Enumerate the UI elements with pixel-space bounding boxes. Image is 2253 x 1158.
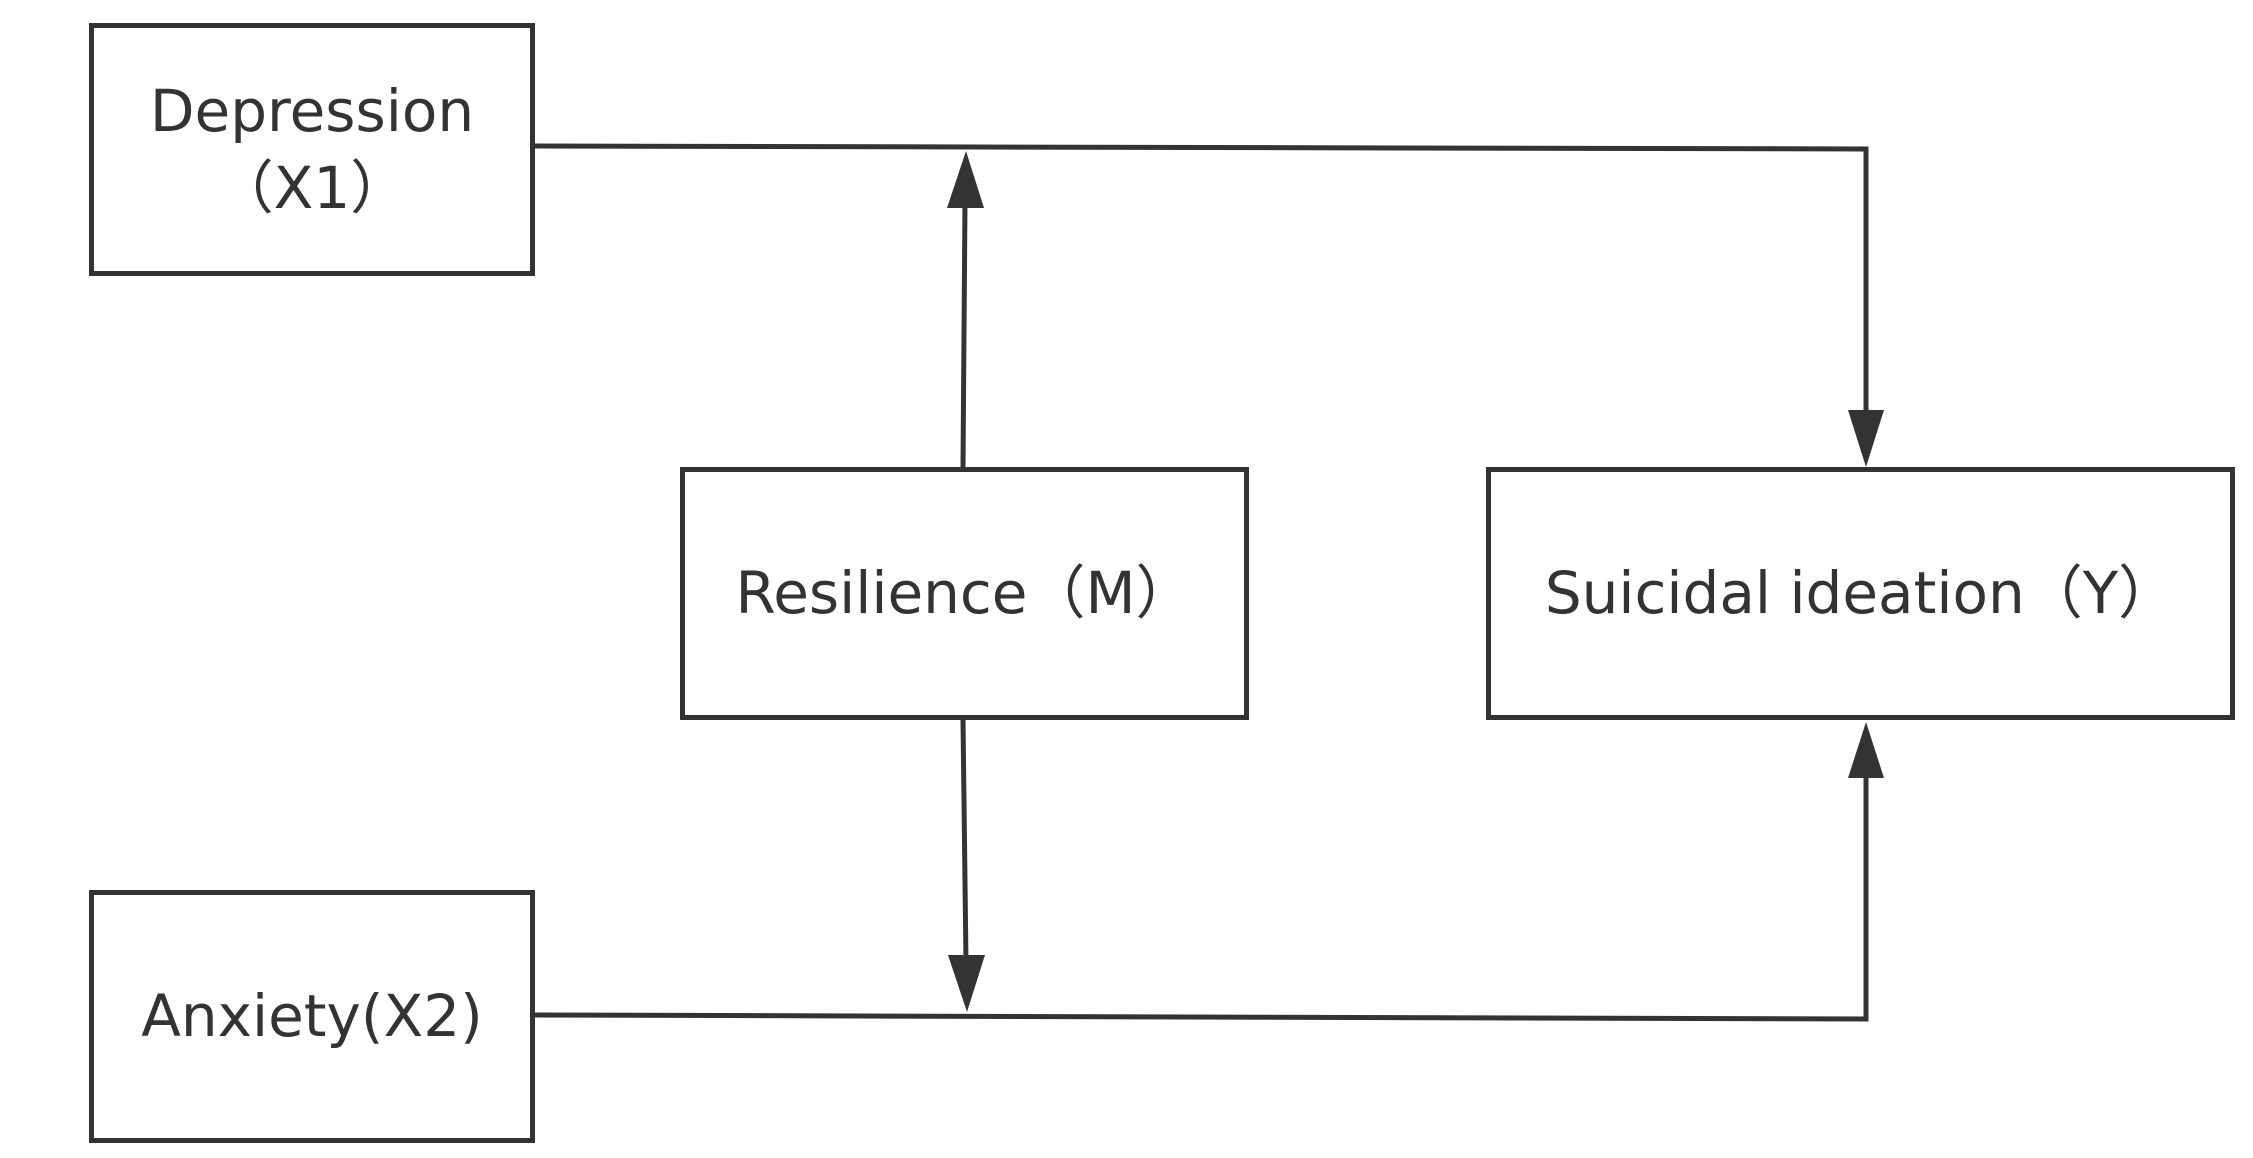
- arrowhead-x2-to-y: [1848, 722, 1884, 778]
- arrowhead-m-to-x1-path: [947, 151, 984, 208]
- depression-label: Depression （X1）: [149, 76, 475, 222]
- edge-x1-to-y: [534, 143, 1869, 418]
- resilience-node: Resilience（M）: [680, 467, 1249, 720]
- edge-m-to-x1-path: [960, 199, 968, 468]
- suicidal-ideation-node: Suicidal ideation（Y）: [1486, 467, 2235, 720]
- edge-m-to-x2-path: [960, 719, 969, 964]
- arrowhead-m-to-x2-path: [948, 955, 985, 1012]
- resilience-label: Resilience（M）: [735, 559, 1194, 628]
- anxiety-label: Anxiety(X2): [141, 982, 483, 1051]
- edge-x2-to-y: [534, 770, 1869, 1022]
- arrowhead-x1-to-y: [1848, 410, 1884, 467]
- anxiety-node: Anxiety(X2): [89, 890, 535, 1143]
- depression-node: Depression （X1）: [89, 23, 535, 276]
- suicidal-ideation-label: Suicidal ideation（Y）: [1544, 559, 2177, 628]
